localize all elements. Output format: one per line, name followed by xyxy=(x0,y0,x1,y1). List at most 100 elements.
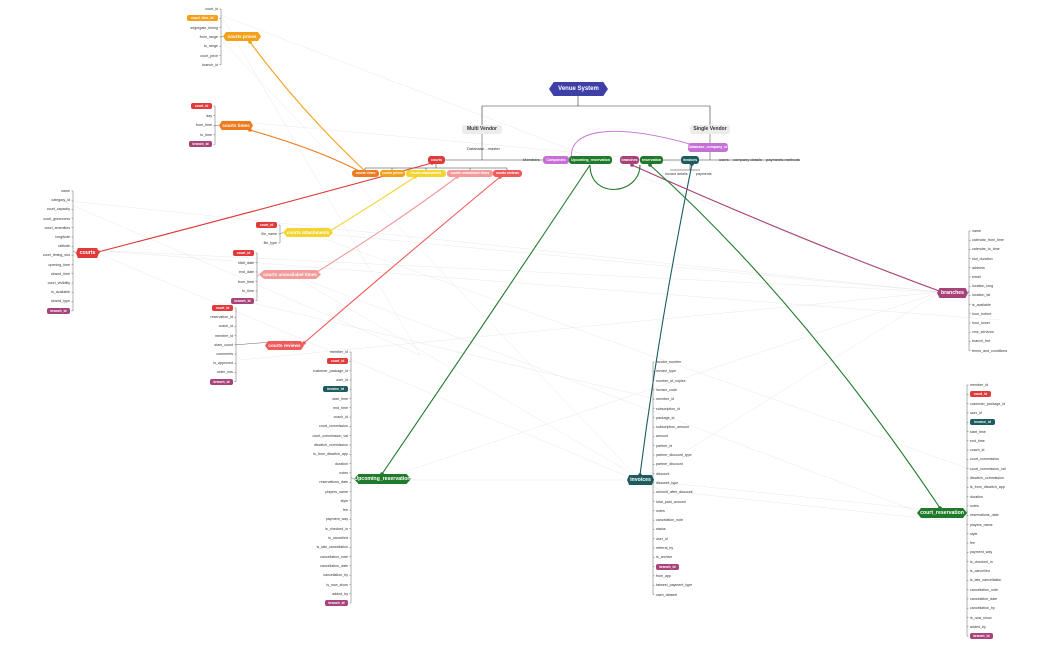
background-link xyxy=(220,39,641,481)
field-upcoming-reservations-date: reservations_date xyxy=(319,480,348,485)
courts-reviews-link xyxy=(303,176,501,344)
entity-courts-reviews[interactable]: courts reviews xyxy=(265,341,304,350)
field-upcoming-fee: fee xyxy=(343,508,348,513)
field-upcoming-user-id: user_id xyxy=(336,377,348,382)
field-invoices-tabseel-payment-type: tabseel_payment_type xyxy=(656,583,693,588)
field-upcoming-court-commission-val: court_commission_val xyxy=(312,433,348,438)
top-node-companies[interactable]: Companies xyxy=(543,156,569,164)
label-database-master: Database - master xyxy=(467,146,500,151)
court-sub-node-2[interactable]: courts attachments xyxy=(406,170,446,177)
top-node-database-company-id[interactable]: Database_company_id xyxy=(688,143,728,152)
root-node-venue-system[interactable]: Venue System xyxy=(549,82,608,96)
background-link xyxy=(89,249,941,293)
field-upcoming-court-commission: court_commission xyxy=(319,424,348,429)
top-node-upcoming-reservation[interactable]: Upcoming_reservation xyxy=(569,156,612,164)
field-upcoming-style: style xyxy=(340,498,348,503)
companies-link xyxy=(570,131,701,163)
label-users: users xyxy=(719,157,729,162)
field-upcoming-dtswitch-commission: dtswitch_commission xyxy=(314,443,348,447)
field-invoices-cash-tabseel: cash_tabseel xyxy=(656,592,678,597)
field-branches-location-long: location_long xyxy=(972,284,994,289)
court-sub-node-3[interactable]: courts unavailabel times xyxy=(447,170,493,177)
entity-courts-times[interactable]: courts times xyxy=(219,121,253,130)
field-court-reservation-is-from-dtswitch-app: is_from_dtswitch_app xyxy=(970,485,1005,490)
courts-unavailable-link xyxy=(316,176,458,273)
background-link xyxy=(59,199,941,293)
field-court-reservation-dtswitch-commission: dtswitch_commission xyxy=(970,476,1004,480)
field-courts-times-branch-id: branch_id xyxy=(189,141,212,148)
field-upcoming-is-from-dtswitch-app: is_from_dtswitch_app xyxy=(313,452,348,457)
court-sub-node-0[interactable]: courts times xyxy=(352,170,379,177)
field-courts-court-timing-slot: court_timing_slot xyxy=(42,253,70,258)
entity-courts[interactable]: courts xyxy=(76,248,99,258)
field-branches-name: name xyxy=(972,229,981,233)
entity-invoices[interactable]: invoices xyxy=(627,475,654,485)
field-upcoming-invoice-id: invoice_id xyxy=(323,386,348,393)
field-branches-hour-tower: hour_tower xyxy=(972,321,990,325)
field-courts-reviews-is-approved: is_approved xyxy=(213,361,233,366)
field-invoices-referral-by: referral_by xyxy=(656,546,674,550)
field-courts-reviews-coach-id: coach_id xyxy=(218,324,233,329)
field-upcoming-notes: notes xyxy=(339,470,348,475)
field-invoices-number-of-copies: number_of_copies xyxy=(656,378,686,383)
field-invoices-is-archive: is_archive xyxy=(656,555,673,560)
field-courts-attachments-court-id: court_id xyxy=(256,222,277,228)
field-courts-branch-id: branch_id xyxy=(47,307,70,314)
field-invoices-partner-id: partner_id xyxy=(656,443,673,448)
field-invoices-invoice-code: invoice_code xyxy=(656,387,677,392)
field-branches-is-available: is_available xyxy=(972,302,991,307)
field-court-reservation-is-checked-in: is_checked_in xyxy=(970,559,993,564)
field-branches-calendar-to-time: calendar_to_time xyxy=(972,247,1000,252)
field-branches-slot-duration: slot_duration xyxy=(972,256,993,261)
field-courts-unavailabel-court-id: court_id xyxy=(233,250,254,256)
field-upcoming-customer-package-id: customer_package_id xyxy=(312,368,348,373)
field-invoices-invoice-number: invoice_number xyxy=(656,360,682,364)
reservation-loop xyxy=(589,164,641,190)
field-bracket-link xyxy=(350,477,355,480)
field-bracket-link xyxy=(967,290,970,294)
field-bracket-link xyxy=(279,232,284,235)
background-link xyxy=(89,249,661,491)
field-branches-hour-bofore: hour_bofore xyxy=(972,311,992,316)
field-upcoming-court-id: court_id xyxy=(327,358,348,365)
vendor-multi[interactable]: Multi Vendor xyxy=(462,125,502,134)
top-node-courts[interactable]: courts xyxy=(428,156,445,164)
top-node-reservation[interactable]: reservation xyxy=(640,156,663,164)
field-invoices-total-paid-amount: total_paid_amount xyxy=(656,499,686,504)
top-node-invoices[interactable]: invoices xyxy=(681,156,699,164)
field-invoices-subscription-amount: subscription_amount xyxy=(656,425,690,430)
field-courts-prices-court-time-id: court_time_id xyxy=(186,15,218,22)
link-endpoint xyxy=(248,40,252,44)
top-node-branches[interactable]: branches xyxy=(620,156,639,164)
field-upcoming-cancellation-by: cancellation_by xyxy=(323,573,348,578)
field-court-reservation-user-id: user_id xyxy=(970,410,982,415)
field-upcoming-end-time: end_time xyxy=(333,405,348,410)
court-reservation-link xyxy=(649,164,941,509)
entity-upcoming[interactable]: Upcoming_reservation xyxy=(354,474,411,484)
field-invoices-branch-id: branch_id xyxy=(656,563,679,570)
entity-courts-attachments[interactable]: courts attachments xyxy=(283,228,333,237)
field-court-reservation-cancellation-note: cancellation_note xyxy=(970,587,998,592)
vendor-single[interactable]: Single Vendor xyxy=(690,125,730,134)
field-invoices-package-id: package_id xyxy=(656,415,675,420)
field-invoices-amount-after-discount: amount_after_discount xyxy=(656,490,693,495)
invoices-link xyxy=(639,163,693,476)
field-court-reservation-style: style xyxy=(970,531,978,536)
background-link xyxy=(289,273,941,521)
entity-court-reservation[interactable]: court_reservation xyxy=(917,508,967,518)
entity-courts-unavailabel[interactable]: courts unavailabel times xyxy=(259,270,321,279)
upcoming-link xyxy=(381,164,591,475)
court-sub-node-1[interactable]: courts prices xyxy=(380,170,405,177)
field-court-reservation-invoice-id: invoice_id xyxy=(970,419,995,426)
field-courts-category-id: category_id xyxy=(51,198,70,203)
field-invoices-partner-discount: partner_discount xyxy=(656,462,683,467)
court-sub-node-4[interactable]: courts reviews xyxy=(493,170,522,177)
field-invoices-member-id: member_id xyxy=(656,397,674,402)
tree-branch xyxy=(578,105,711,125)
entity-branches[interactable]: branches xyxy=(937,288,968,298)
field-courts-reviews-stars-count: stars_count xyxy=(214,342,233,347)
field-courts-is-available: is_available xyxy=(51,290,70,295)
field-courts-prices-court-price: court_price xyxy=(200,53,218,58)
field-upcoming-member-id: member_id xyxy=(330,350,348,354)
entity-courts-prices[interactable]: courts prices xyxy=(223,32,261,41)
